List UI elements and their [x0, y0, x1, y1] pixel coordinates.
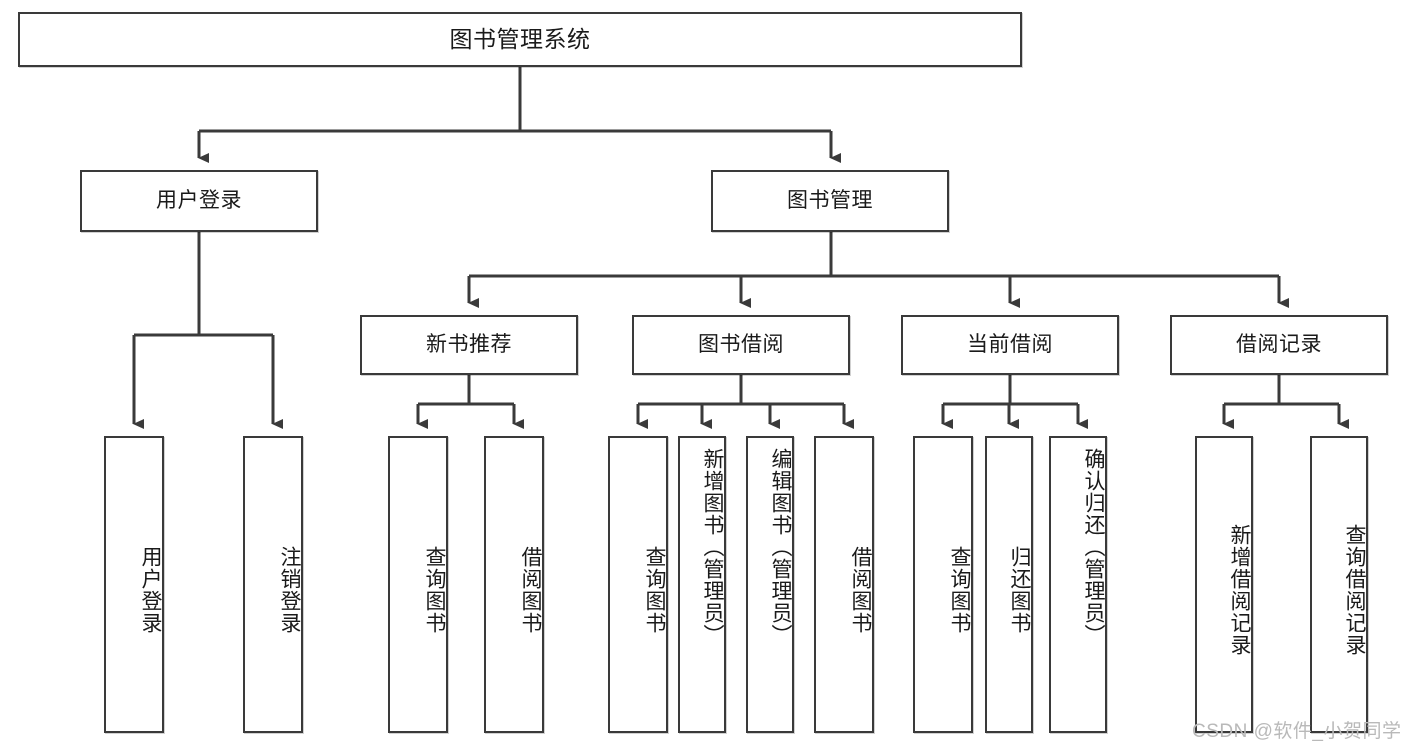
node-new-book-recommend[interactable]: 新书推荐 [360, 315, 578, 375]
leaf-user-login[interactable]: 用户登录 [104, 436, 164, 733]
leaf-borrow-book[interactable]: 借阅图书 [814, 436, 874, 733]
node-label: 图书管理 [787, 188, 873, 212]
node-label: 查询图书 [948, 545, 971, 634]
node-label: 图书管理系统 [449, 26, 591, 53]
leaf-confirm-return-admin[interactable]: 确认归还（管理员） [1049, 436, 1107, 733]
node-label: 借阅记录 [1236, 332, 1322, 356]
node-current-borrow[interactable]: 当前借阅 [901, 315, 1119, 375]
node-book-borrow[interactable]: 图书借阅 [632, 315, 850, 375]
node-label: 当前借阅 [967, 332, 1053, 356]
node-label: 编辑图书（管理员） [769, 448, 792, 646]
node-label: 借阅图书 [519, 545, 542, 634]
node-book-management[interactable]: 图书管理 [711, 170, 949, 232]
node-label: 新书推荐 [426, 332, 512, 356]
node-label: 用户登录 [156, 188, 242, 212]
leaf-query-book-recommend[interactable]: 查询图书 [388, 436, 448, 733]
node-label: 查询图书 [423, 545, 446, 634]
node-label: 用户登录 [139, 545, 162, 634]
node-label: 确认归还（管理员） [1082, 448, 1105, 646]
node-label: 注销登录 [278, 545, 301, 634]
leaf-borrow-book-recommend[interactable]: 借阅图书 [484, 436, 544, 733]
node-label: 新增借阅记录 [1228, 523, 1251, 656]
node-label: 新增图书（管理员） [701, 448, 724, 646]
node-label: 归还图书 [1008, 545, 1031, 634]
leaf-edit-book-admin[interactable]: 编辑图书（管理员） [746, 436, 794, 733]
leaf-query-book-current[interactable]: 查询图书 [913, 436, 973, 733]
csdn-watermark: CSDN @软件_小贺同学 [1192, 721, 1402, 742]
leaf-query-book-borrow[interactable]: 查询图书 [608, 436, 668, 733]
leaf-return-book[interactable]: 归还图书 [985, 436, 1033, 733]
node-label: 图书借阅 [698, 332, 784, 356]
leaf-add-borrow-record[interactable]: 新增借阅记录 [1195, 436, 1253, 733]
leaf-query-borrow-record[interactable]: 查询借阅记录 [1310, 436, 1368, 733]
node-label: 借阅图书 [849, 545, 872, 634]
node-root[interactable]: 图书管理系统 [18, 12, 1022, 67]
node-label: 查询借阅记录 [1343, 523, 1366, 656]
node-label: 查询图书 [643, 545, 666, 634]
leaf-logout[interactable]: 注销登录 [243, 436, 303, 733]
node-user-login[interactable]: 用户登录 [80, 170, 318, 232]
leaf-add-book-admin[interactable]: 新增图书（管理员） [678, 436, 726, 733]
node-borrow-record[interactable]: 借阅记录 [1170, 315, 1388, 375]
